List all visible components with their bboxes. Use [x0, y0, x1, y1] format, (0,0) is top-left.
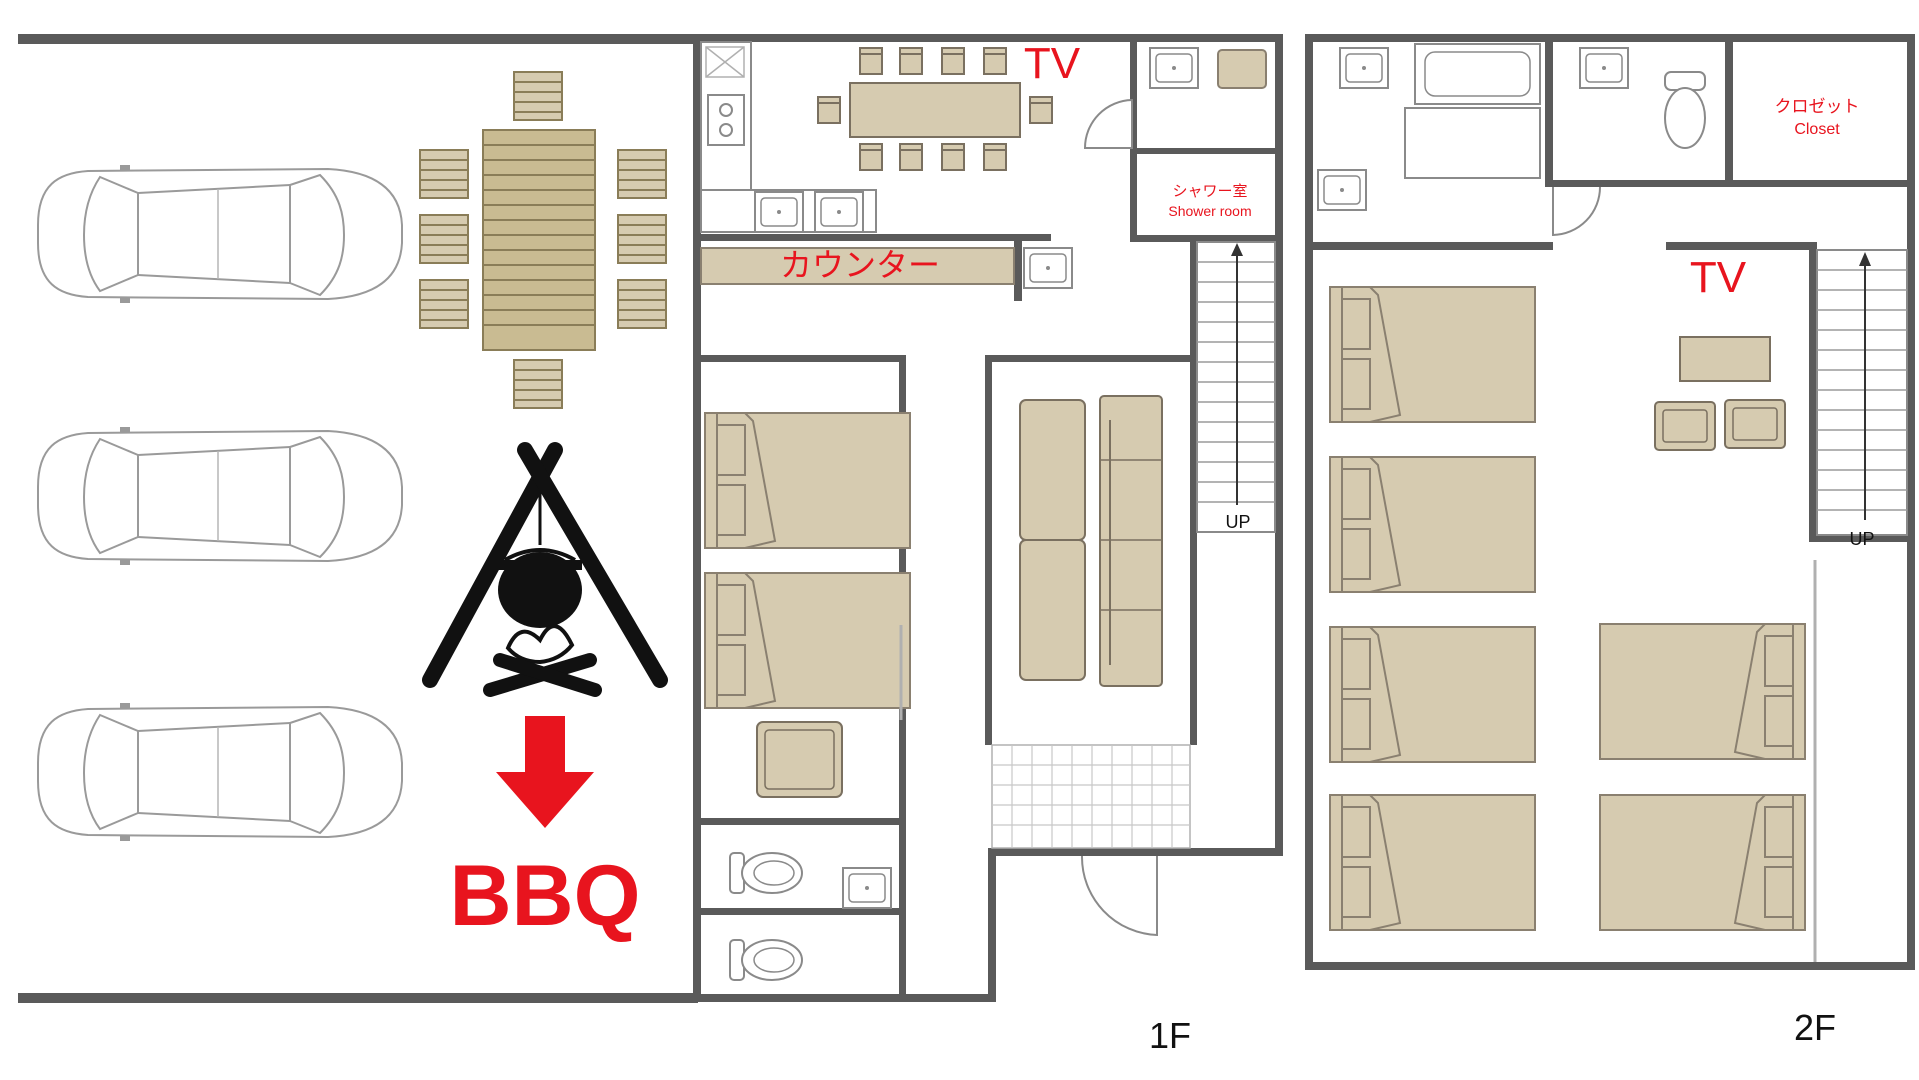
counter-label: カウンター [780, 247, 940, 283]
toilet-icon [729, 852, 803, 894]
sink-icon [842, 867, 892, 909]
door-swing-icon [1080, 855, 1158, 937]
bedroom-1f [704, 412, 911, 798]
toilets-1f [729, 852, 892, 981]
bathroom-2f [1317, 43, 1706, 237]
bed [704, 412, 911, 549]
bed [704, 572, 911, 709]
bed [1329, 794, 1536, 931]
parking-area [18, 34, 698, 1003]
kitchen: カウンター [700, 41, 1073, 289]
bedroom-2f [1329, 286, 1817, 962]
stairs-icon: UP [1196, 241, 1276, 533]
bed [1329, 456, 1536, 593]
stove-icon [707, 94, 745, 146]
bed [1329, 286, 1536, 423]
shower-room-en-label: Shower room [1168, 203, 1251, 219]
car-icon [37, 702, 403, 842]
sink-icon [1317, 169, 1367, 211]
up-label-2f: UP [1849, 529, 1874, 549]
first-floor-walls [693, 34, 1283, 1002]
door-swing-icon [1552, 186, 1601, 237]
entrance-tiles [991, 744, 1191, 849]
shower-room: シャワー室 Shower room [1149, 47, 1267, 219]
sink-icon [754, 191, 804, 233]
tv-label-1f: TV [1024, 39, 1081, 88]
second-floor-walls [1305, 34, 1915, 970]
sink-icon [1023, 247, 1073, 289]
up-label-1f: UP [1225, 512, 1250, 532]
stairs-icon: UP [1816, 249, 1908, 549]
sink-icon [1579, 47, 1629, 89]
car-icon [37, 164, 403, 304]
bed [1329, 626, 1536, 763]
bbq-label: BBQ [449, 848, 640, 944]
campfire-pot-icon [422, 442, 668, 697]
tv-area-2f [1654, 336, 1786, 451]
living-room [1019, 395, 1163, 687]
closet-jp-label: クロゼット [1775, 97, 1860, 116]
shower-room-jp-label: シャワー室 [1172, 183, 1247, 200]
closet-en-label: Closet [1794, 121, 1840, 138]
bed [1599, 794, 1806, 931]
bed [1599, 623, 1806, 760]
sink-icon [1149, 47, 1199, 89]
floor-label-2f: 2F [1794, 1007, 1836, 1048]
down-arrow-icon [496, 716, 594, 828]
floor-label-1f: 1F [1149, 1015, 1191, 1056]
picnic-table-icon [419, 71, 667, 409]
sink-icon [814, 191, 864, 233]
bathtub-icon [1404, 43, 1541, 179]
car-icon [37, 426, 403, 566]
sink-icon [1339, 47, 1389, 89]
dining-table [817, 47, 1053, 171]
door-swing-icon [1083, 98, 1133, 149]
toilet-icon [729, 939, 803, 981]
toilet-icon [1664, 71, 1706, 149]
tv-label-2f: TV [1690, 253, 1747, 302]
